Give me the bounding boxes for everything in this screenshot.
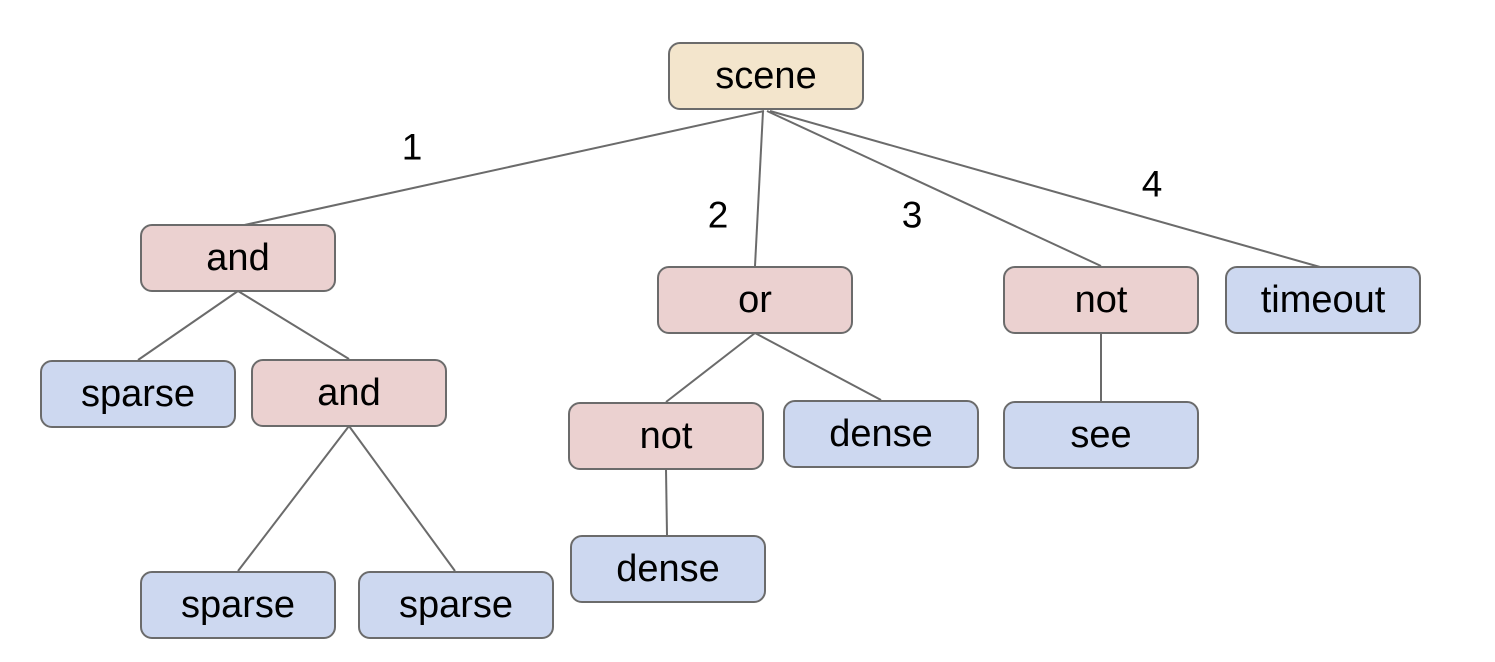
- edge-scene-not: [766, 110, 1102, 267]
- node-and: and: [140, 224, 336, 292]
- node-sparse-bottom-right: sparse: [358, 571, 554, 639]
- node-timeout: timeout: [1225, 266, 1421, 334]
- edge-and2-sparse: [237, 425, 350, 572]
- node-sparse-left: sparse: [40, 360, 236, 428]
- edge-scene-timeout: [769, 110, 1321, 268]
- edge-label-1: 1: [401, 126, 423, 168]
- edge-not2-dense: [665, 468, 668, 536]
- node-sparse-bottom-left: sparse: [140, 571, 336, 639]
- edge-or-not: [665, 332, 756, 403]
- edge-scene-or: [754, 110, 764, 267]
- edge-or-dense: [754, 332, 882, 401]
- node-dense-bottom: dense: [570, 535, 766, 603]
- node-and-inner: and: [251, 359, 447, 427]
- node-see: see: [1003, 401, 1199, 469]
- node-not-inner: not: [568, 402, 764, 470]
- edge-label-3: 3: [901, 194, 923, 236]
- edge-and2-sparse2: [348, 425, 456, 572]
- node-not: not: [1003, 266, 1199, 334]
- edge-and-and: [237, 290, 350, 360]
- edge-label-4: 4: [1141, 163, 1163, 205]
- node-dense-right: dense: [783, 400, 979, 468]
- edge-label-2: 2: [707, 194, 729, 236]
- edge-and-sparse: [137, 290, 239, 361]
- node-scene: scene: [668, 42, 864, 110]
- edge-scene-and: [239, 110, 765, 227]
- node-or: or: [657, 266, 853, 334]
